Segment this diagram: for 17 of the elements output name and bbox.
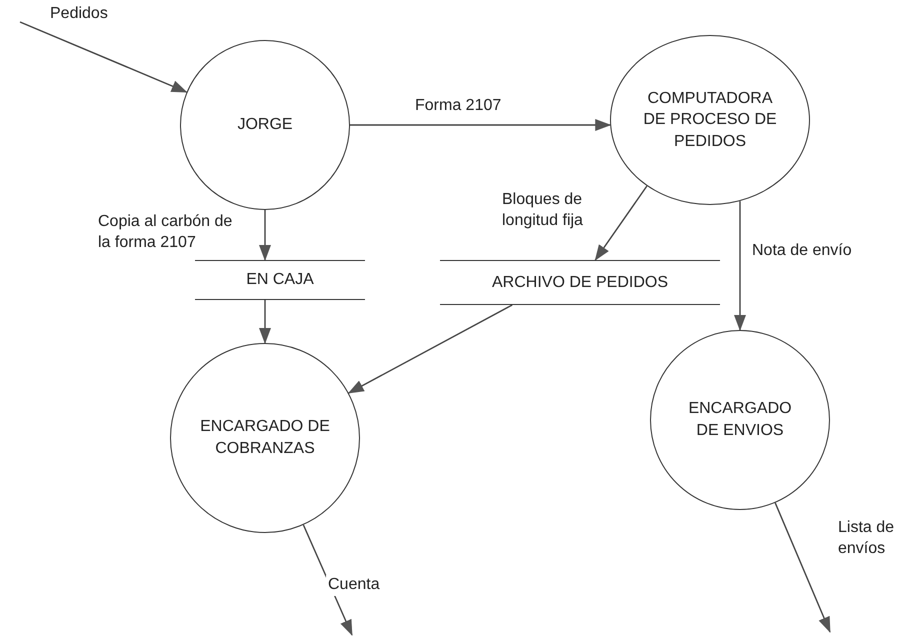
- store-label: ARCHIVO DE PEDIDOS: [492, 272, 668, 293]
- arrow: [350, 119, 612, 131]
- arrow: [774, 502, 831, 633]
- data-store: [440, 260, 720, 305]
- arrow: [259, 210, 271, 261]
- arrow: [20, 21, 188, 93]
- process-label: ENCARGADO DE COBRANZAS: [199, 417, 331, 459]
- edge-label: Cuenta: [326, 575, 382, 596]
- process-label: ENCARGADO DE ENVIOS: [687, 399, 793, 441]
- arrow: [734, 201, 746, 331]
- process-label: COMPUTADORA DE PROCESO DE PEDIDOS: [642, 88, 778, 152]
- data-store: [195, 260, 365, 300]
- arrow: [259, 300, 271, 344]
- arrow: [348, 304, 513, 394]
- store-label: EN CAJA: [246, 270, 314, 290]
- arrow: [594, 186, 648, 261]
- process-label: JORGE: [237, 115, 293, 136]
